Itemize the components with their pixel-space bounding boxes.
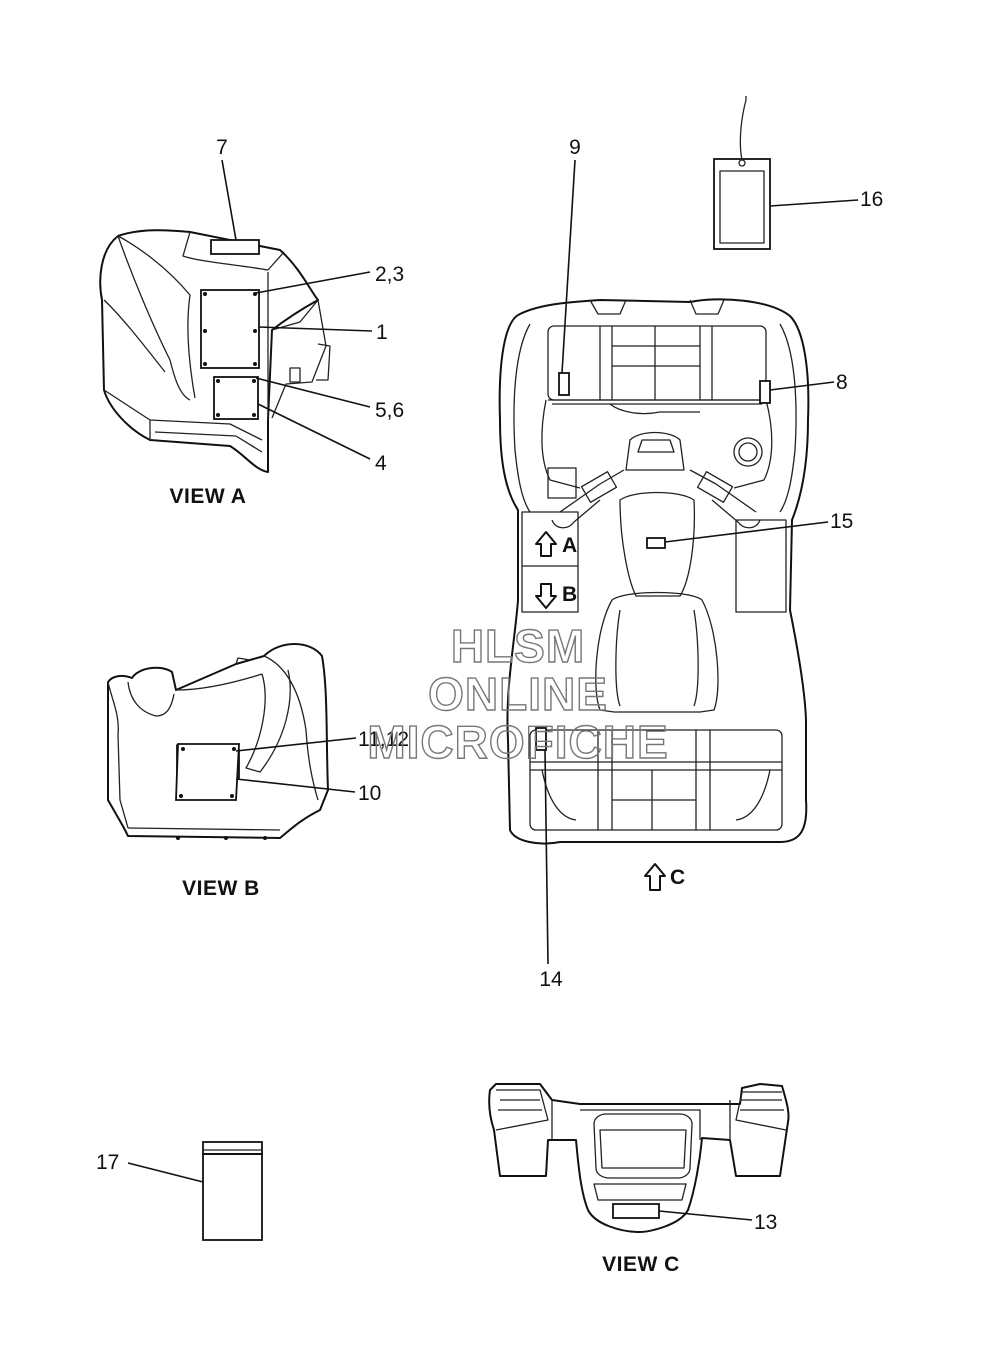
callout-2-3: 2,3 — [375, 263, 404, 286]
manual-17 — [127, 1141, 263, 1241]
callout-17: 17 — [96, 1151, 119, 1174]
hang-tag-16 — [713, 96, 859, 250]
arrow-label-a: A — [562, 534, 577, 557]
callout-9: 9 — [569, 136, 581, 159]
callout-10: 10 — [358, 782, 381, 805]
sticker-8 — [759, 380, 771, 404]
callout-11-12: 11,12 — [358, 728, 409, 751]
callout-8: 8 — [836, 371, 848, 394]
watermark-line-2: ONLINE — [428, 668, 608, 720]
view-b-arrow-icon — [535, 583, 557, 609]
callout-5-6: 5,6 — [375, 399, 404, 422]
callout-1: 1 — [376, 321, 388, 344]
sticker-1 — [200, 289, 260, 369]
view-b-title: VIEW B — [182, 877, 260, 900]
callout-16: 16 — [860, 188, 883, 211]
view-c-drawing — [488, 1083, 790, 1233]
view-c-arrow-icon — [644, 863, 666, 891]
watermark-line-3: MICROFICHE — [367, 716, 668, 768]
view-c-title: VIEW C — [602, 1253, 680, 1276]
sticker-10-face — [175, 743, 240, 801]
atv-top-view — [498, 159, 835, 965]
watermark: HLSM ONLINE MICROFICHE — [367, 619, 669, 768]
callout-7: 7 — [216, 136, 228, 159]
callout-13: 13 — [754, 1211, 777, 1234]
sticker-4 — [213, 376, 259, 420]
sticker-14 — [535, 727, 547, 751]
callout-4: 4 — [375, 452, 387, 475]
arrow-label-b: B — [562, 583, 577, 606]
sticker-9 — [558, 372, 570, 396]
arrow-label-c: C — [670, 866, 685, 889]
sticker-7 — [210, 239, 260, 255]
view-a-title: VIEW A — [170, 485, 247, 508]
view-a-drawing — [99, 159, 373, 473]
sticker-15 — [646, 537, 666, 549]
view-a-arrow-icon — [535, 531, 557, 557]
view-b-drawing — [107, 643, 357, 840]
watermark-line-1: HLSM — [451, 620, 585, 672]
callout-14: 14 — [539, 968, 563, 991]
callout-15: 15 — [830, 510, 853, 533]
sticker-13 — [612, 1203, 660, 1219]
